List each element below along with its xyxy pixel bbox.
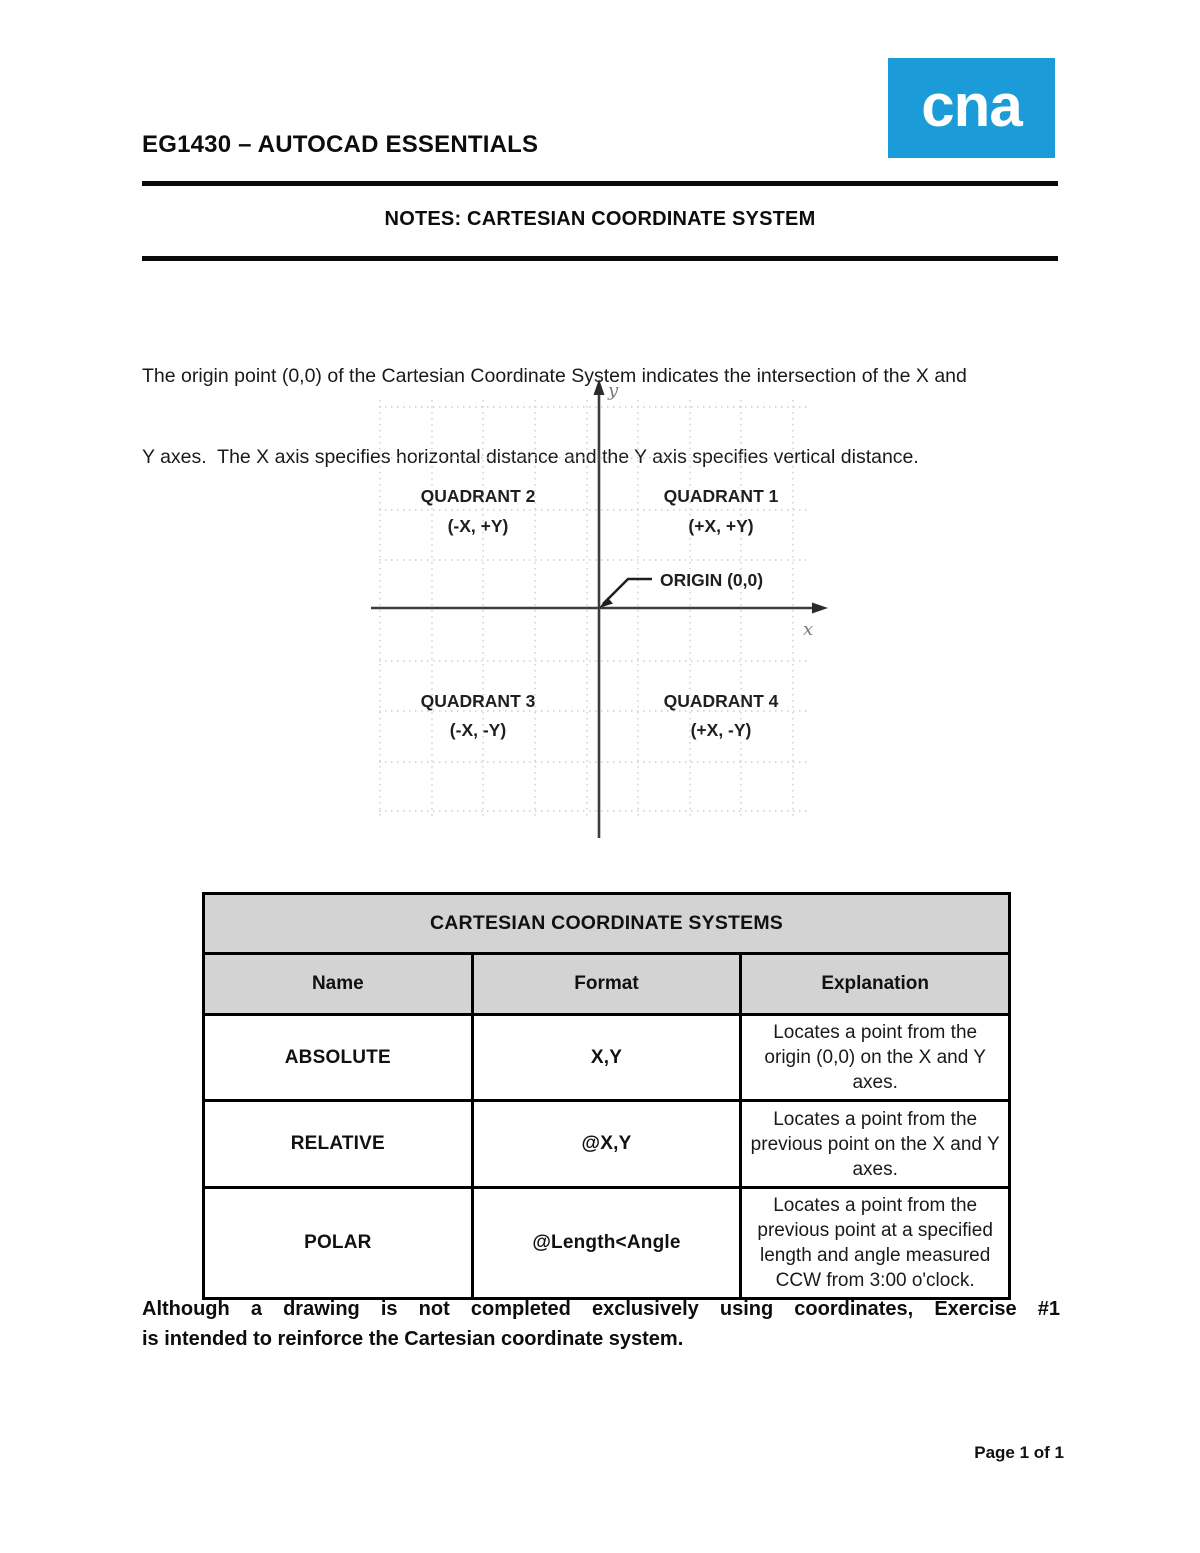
origin-arrowhead-icon — [599, 597, 613, 608]
cartesian-diagram: y x QUADRANT 2 (-X, +Y) QUADRANT 1 (+X, … — [365, 376, 835, 844]
notes-heading: NOTES: CARTESIAN COORDINATE SYSTEM — [384, 208, 816, 230]
row-explanation: Locates a point from the origin (0,0) on… — [739, 1013, 1011, 1102]
closing-paragraph-line1: Although a drawing is not completed excl… — [142, 1298, 1060, 1320]
quadrant3-coords: (-X, -Y) — [450, 720, 506, 740]
origin-label: ORIGIN (0,0) — [660, 570, 763, 590]
cna-logo-text: cna — [921, 72, 1022, 139]
closing-paragraph-line2: is intended to reinforce the Cartesian c… — [142, 1328, 684, 1350]
y-axis-arrowhead-icon — [593, 379, 605, 395]
column-header-explanation: Explanation — [739, 952, 1011, 1016]
cartesian-diagram-svg: y x QUADRANT 2 (-X, +Y) QUADRANT 1 (+X, … — [371, 379, 828, 838]
row-name: POLAR — [202, 1186, 474, 1300]
row-format: @Length<Angle — [470, 1186, 743, 1300]
origin-leader-line — [602, 577, 652, 605]
table-row-relative: RELATIVE @X,Y Locates a point from the p… — [202, 1099, 1011, 1189]
x-axis-arrowhead-icon — [812, 602, 828, 614]
row-explanation: Locates a point from the previous point … — [739, 1099, 1011, 1189]
column-header-format: Format — [470, 952, 743, 1016]
row-name: RELATIVE — [202, 1099, 474, 1189]
quadrant1-name: QUADRANT 1 — [664, 486, 779, 506]
course-title: EG1430 – AUTOCAD ESSENTIALS — [142, 131, 539, 158]
intro-paragraph-line2: Y axes. The X axis specifies horizontal … — [142, 446, 919, 468]
quadrant2-coords: (-X, +Y) — [448, 516, 509, 536]
quadrant2-name: QUADRANT 2 — [421, 486, 536, 506]
quadrant4-name: QUADRANT 4 — [664, 691, 779, 711]
table-title: CARTESIAN COORDINATE SYSTEMS — [202, 892, 1011, 955]
table-row-polar: POLAR @Length<Angle Locates a point from… — [202, 1186, 1011, 1300]
table-title-row: CARTESIAN COORDINATE SYSTEMS — [202, 892, 1011, 955]
cartesian-systems-table: CARTESIAN COORDINATE SYSTEMS Name Format… — [202, 892, 1011, 1300]
row-format: @X,Y — [470, 1099, 743, 1189]
row-format: X,Y — [470, 1013, 743, 1102]
quadrant1-coords: (+X, +Y) — [688, 516, 753, 536]
quadrant4-coords: (+X, -Y) — [691, 720, 752, 740]
cna-logo: cna — [888, 58, 1055, 158]
table-header-row: Name Format Explanation — [202, 952, 1011, 1016]
quadrant3-name: QUADRANT 3 — [421, 691, 536, 711]
row-explanation: Locates a point from the previous point … — [739, 1186, 1011, 1300]
horizontal-rule-top — [142, 181, 1058, 186]
intro-paragraph: The origin point (0,0) of the Cartesian … — [142, 309, 1062, 498]
horizontal-rule-bottom — [142, 256, 1058, 261]
axes-lines — [371, 392, 815, 838]
column-header-name: Name — [202, 952, 474, 1016]
closing-paragraph: Although a drawing is not completed excl… — [142, 1294, 1060, 1354]
page-number-footer: Page 1 of 1 — [974, 1443, 1064, 1462]
x-axis-label: x — [803, 619, 813, 640]
row-name: ABSOLUTE — [202, 1013, 474, 1102]
y-axis-label: y — [607, 380, 619, 401]
table-row-absolute: ABSOLUTE X,Y Locates a point from the or… — [202, 1013, 1011, 1102]
intro-paragraph-line1: The origin point (0,0) of the Cartesian … — [142, 365, 967, 387]
